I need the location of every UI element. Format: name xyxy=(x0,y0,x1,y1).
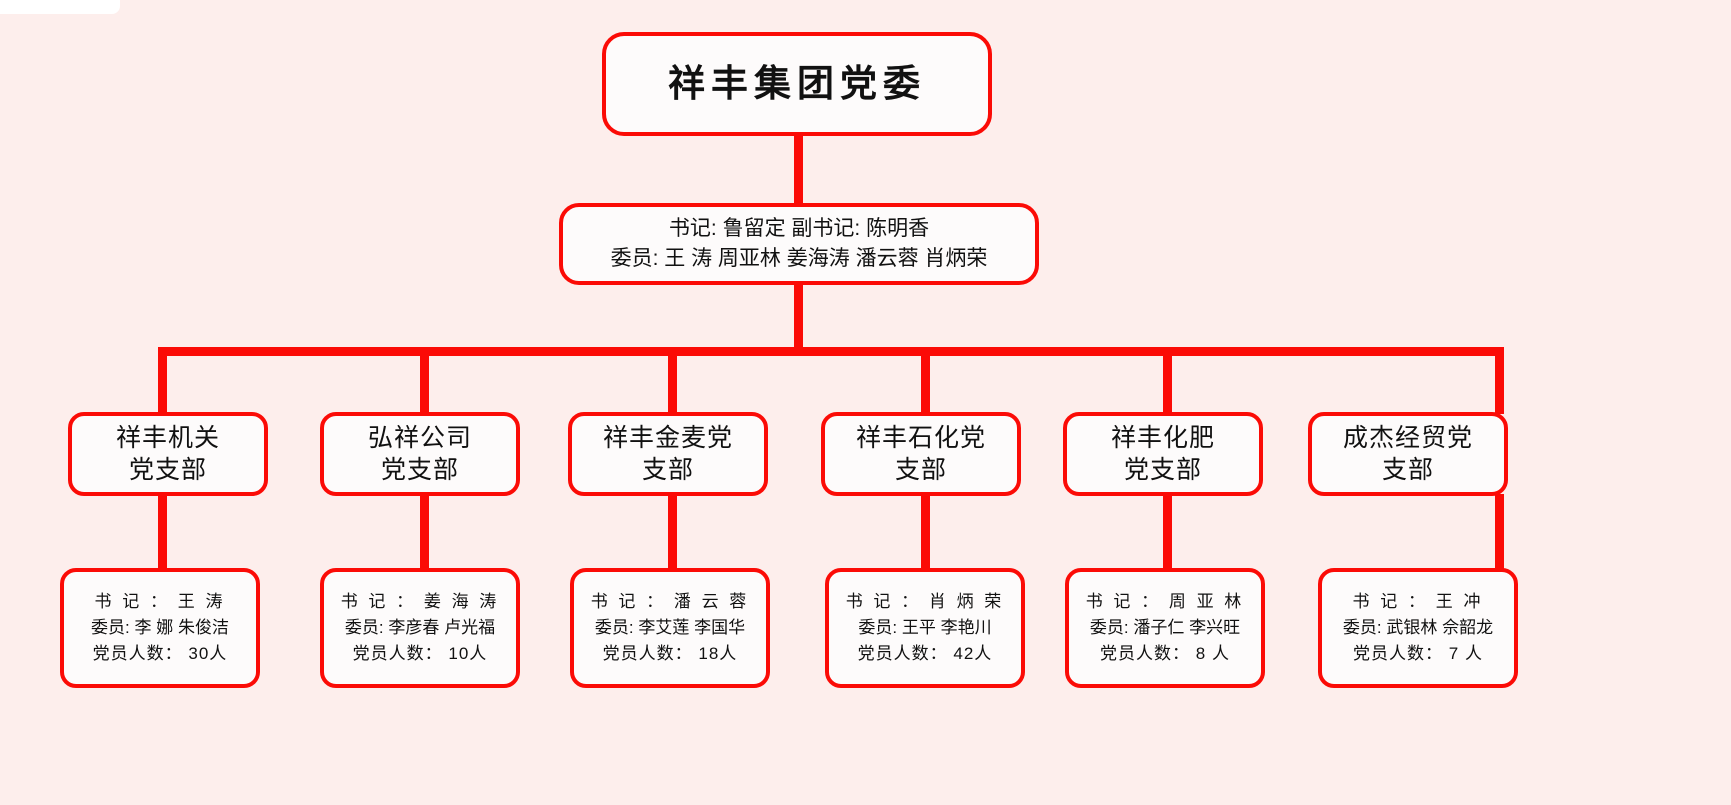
detail-secretary: 书 记 ： 王 冲 xyxy=(1352,592,1484,612)
branch-name-line1: 祥丰石化党 xyxy=(855,424,986,452)
detail-member-count: 党员人数： 7 人 xyxy=(1353,643,1483,663)
branch-name-line2: 党支部 xyxy=(128,456,207,484)
detail-node-2[interactable]: 书 记 ： 姜 海 涛 委员: 李彦春 卢光福 党员人数： 10人 xyxy=(320,568,520,688)
branch-node-2[interactable]: 弘祥公司 党支部 xyxy=(320,412,520,496)
branch-name-line2: 支部 xyxy=(1381,456,1434,484)
branch-node-4[interactable]: 祥丰石化党 支部 xyxy=(821,412,1021,496)
connector-bus-to-branch-5 xyxy=(1163,347,1172,414)
detail-secretary: 书 记 ： 肖 炳 荣 xyxy=(845,592,1005,612)
connector-branch-3-to-detail xyxy=(668,494,677,570)
detail-member-count: 党员人数： 42人 xyxy=(857,643,993,663)
connector-horizontal-bus xyxy=(158,347,1504,356)
detail-members: 委员: 王平 李艳川 xyxy=(858,618,992,638)
detail-members: 委员: 武银林 佘韶龙 xyxy=(1342,618,1494,638)
branch-name-line1: 弘祥公司 xyxy=(367,424,472,452)
branch-node-6[interactable]: 成杰经贸党 支部 xyxy=(1308,412,1508,496)
branch-name-line1: 祥丰金麦党 xyxy=(602,424,733,452)
committee-members-row: 委员: 王 涛 周亚林 姜海涛 潘云蓉 肖炳荣 xyxy=(610,247,988,270)
branch-name-line1: 祥丰化肥 xyxy=(1110,424,1215,452)
corner-decoration xyxy=(0,0,120,14)
detail-member-count: 党员人数： 18人 xyxy=(602,643,738,663)
branch-name-line2: 支部 xyxy=(641,456,694,484)
detail-members: 委员: 潘子仁 李兴旺 xyxy=(1089,618,1241,638)
branch-name-line1: 成杰经贸党 xyxy=(1342,424,1473,452)
connector-bus-to-branch-6 xyxy=(1495,347,1504,414)
connector-branch-5-to-detail xyxy=(1163,494,1172,570)
detail-members: 委员: 李艾莲 李国华 xyxy=(594,618,746,638)
branch-node-5[interactable]: 祥丰化肥 党支部 xyxy=(1063,412,1263,496)
detail-secretary: 书 记 ： 姜 海 涛 xyxy=(340,592,500,612)
connector-bus-to-branch-3 xyxy=(668,347,677,414)
party-committee-node[interactable]: 书记: 鲁留定 副书记: 陈明香 委员: 王 涛 周亚林 姜海涛 潘云蓉 肖炳荣 xyxy=(559,203,1039,285)
branch-node-1[interactable]: 祥丰机关 党支部 xyxy=(68,412,268,496)
connector-root-to-committee xyxy=(794,136,803,204)
connector-bus-to-branch-2 xyxy=(420,347,429,414)
detail-node-1[interactable]: 书 记 ： 王 涛 委员: 李 娜 朱俊洁 党员人数： 30人 xyxy=(60,568,260,688)
connector-branch-6-to-detail xyxy=(1495,494,1504,570)
detail-member-count: 党员人数： 8 人 xyxy=(1100,643,1230,663)
org-root-title: 祥丰集团党委 xyxy=(668,62,926,104)
detail-secretary: 书 记 ： 周 亚 林 xyxy=(1085,592,1245,612)
detail-node-6[interactable]: 书 记 ： 王 冲 委员: 武银林 佘韶龙 党员人数： 7 人 xyxy=(1318,568,1518,688)
detail-member-count: 党员人数： 30人 xyxy=(92,643,228,663)
detail-members: 委员: 李彦春 卢光福 xyxy=(344,618,496,638)
detail-node-5[interactable]: 书 记 ： 周 亚 林 委员: 潘子仁 李兴旺 党员人数： 8 人 xyxy=(1065,568,1265,688)
connector-branch-4-to-detail xyxy=(921,494,930,570)
detail-secretary: 书 记 ： 潘 云 蓉 xyxy=(590,592,750,612)
branch-node-3[interactable]: 祥丰金麦党 支部 xyxy=(568,412,768,496)
detail-member-count: 党员人数： 10人 xyxy=(352,643,488,663)
branch-name-line1: 祥丰机关 xyxy=(115,424,220,452)
detail-node-4[interactable]: 书 记 ： 肖 炳 荣 委员: 王平 李艳川 党员人数： 42人 xyxy=(825,568,1025,688)
branch-name-line2: 党支部 xyxy=(380,456,459,484)
connector-branch-2-to-detail xyxy=(420,494,429,570)
org-root-node[interactable]: 祥丰集团党委 xyxy=(602,32,992,136)
committee-secretary-row: 书记: 鲁留定 副书记: 陈明香 xyxy=(668,216,930,240)
connector-bus-to-branch-1 xyxy=(158,347,167,414)
detail-node-3[interactable]: 书 记 ： 潘 云 蓉 委员: 李艾莲 李国华 党员人数： 18人 xyxy=(570,568,770,688)
branch-name-line2: 支部 xyxy=(894,456,947,484)
connector-branch-1-to-detail xyxy=(158,494,167,570)
detail-secretary: 书 记 ： 王 涛 xyxy=(94,592,226,612)
connector-bus-to-branch-4 xyxy=(921,347,930,414)
connector-committee-to-bus xyxy=(794,285,803,351)
branch-name-line2: 党支部 xyxy=(1123,456,1202,484)
detail-members: 委员: 李 娜 朱俊洁 xyxy=(91,618,229,638)
